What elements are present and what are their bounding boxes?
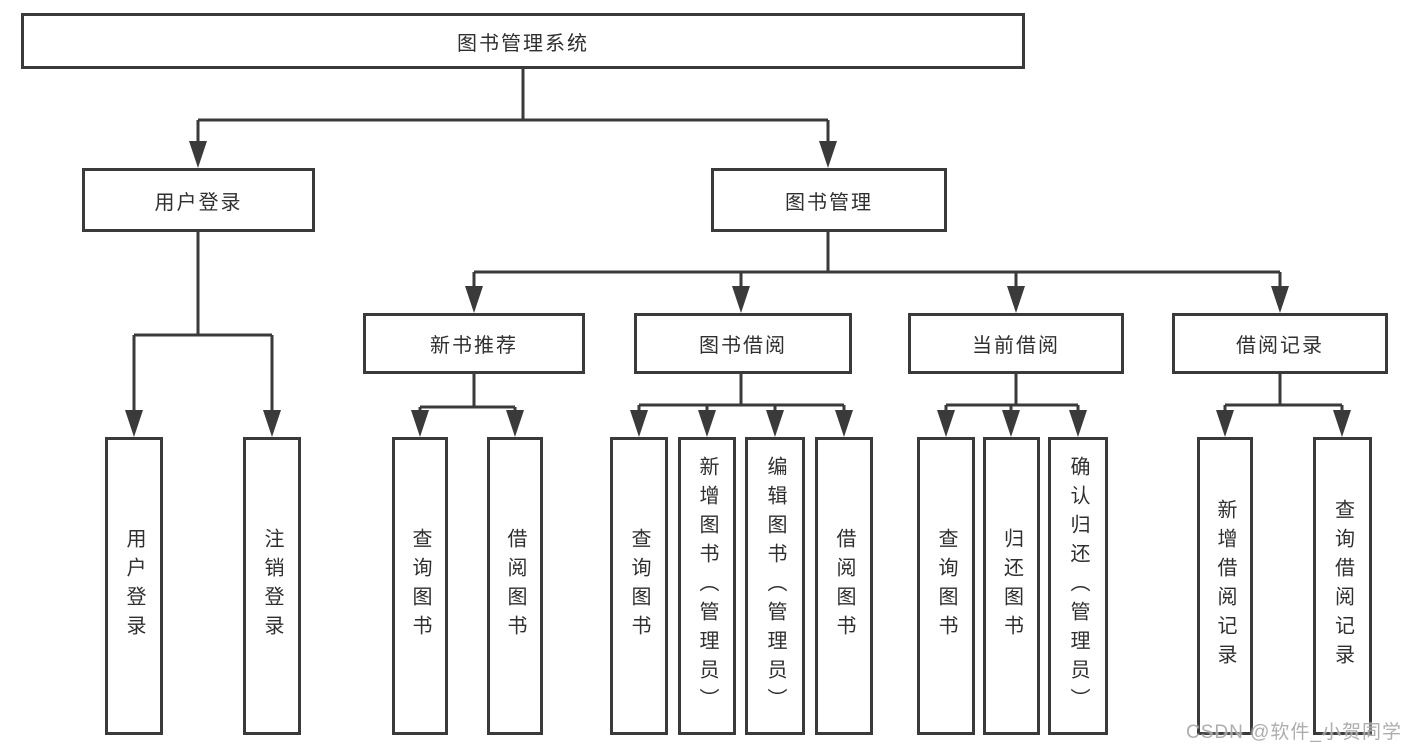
leaf-query-books-current: 查询图书 xyxy=(917,437,975,735)
leaf-confirm-return-admin: 确认归还（管理员） xyxy=(1048,437,1108,735)
leaf-label: 查询图书 xyxy=(935,528,957,644)
node-root-label: 图书管理系统 xyxy=(457,32,589,55)
leaf-query-borrow-record: 查询借阅记录 xyxy=(1313,437,1372,735)
node-label: 图书管理 xyxy=(785,191,873,214)
leaf-label: 借阅图书 xyxy=(833,528,855,644)
leaf-label: 查询图书 xyxy=(628,528,650,644)
node-user-login-module: 用户登录 xyxy=(82,168,315,232)
leaf-label: 用户登录 xyxy=(123,528,145,644)
leaf-query-books: 查询图书 xyxy=(610,437,668,735)
leaf-label: 新增借阅记录 xyxy=(1214,499,1236,673)
leaf-label: 新增图书（管理员） xyxy=(696,455,718,717)
node-label: 借阅记录 xyxy=(1236,335,1324,357)
node-book-borrow: 图书借阅 xyxy=(634,313,852,374)
arrowhead-icons xyxy=(125,141,1351,437)
leaf-label: 确认归还（管理员） xyxy=(1067,455,1089,717)
leaf-return-books: 归还图书 xyxy=(983,437,1040,735)
leaf-query-books-recommend: 查询图书 xyxy=(392,437,448,735)
node-current-borrow: 当前借阅 xyxy=(908,313,1124,374)
node-borrow-records: 借阅记录 xyxy=(1172,313,1388,374)
leaf-add-books-admin: 新增图书（管理员） xyxy=(678,437,736,735)
leaf-borrow-books-recommend: 借阅图书 xyxy=(487,437,543,735)
node-label: 用户登录 xyxy=(154,191,243,214)
node-label: 新书推荐 xyxy=(430,335,518,357)
node-new-book-recommend: 新书推荐 xyxy=(363,313,585,374)
leaf-label: 归还图书 xyxy=(1000,528,1023,644)
leaf-label: 注销登录 xyxy=(261,528,283,644)
node-root-system: 图书管理系统 xyxy=(21,13,1025,69)
leaf-add-borrow-record: 新增借阅记录 xyxy=(1197,437,1253,735)
leaf-edit-books-admin: 编辑图书（管理员） xyxy=(745,437,805,735)
leaf-user-login: 用户登录 xyxy=(105,437,163,735)
node-label: 图书借阅 xyxy=(699,335,787,357)
leaf-label: 查询图书 xyxy=(409,528,431,644)
node-label: 当前借阅 xyxy=(972,335,1060,357)
leaf-label: 借阅图书 xyxy=(504,528,526,644)
node-book-management-module: 图书管理 xyxy=(711,168,947,232)
leaf-label: 查询借阅记录 xyxy=(1331,499,1354,673)
leaf-borrow-books: 借阅图书 xyxy=(815,437,873,735)
leaf-label: 编辑图书（管理员） xyxy=(764,455,786,717)
csdn-watermark: CSDN @软件_小贺同学 xyxy=(1186,722,1402,743)
leaf-logout: 注销登录 xyxy=(243,437,301,735)
